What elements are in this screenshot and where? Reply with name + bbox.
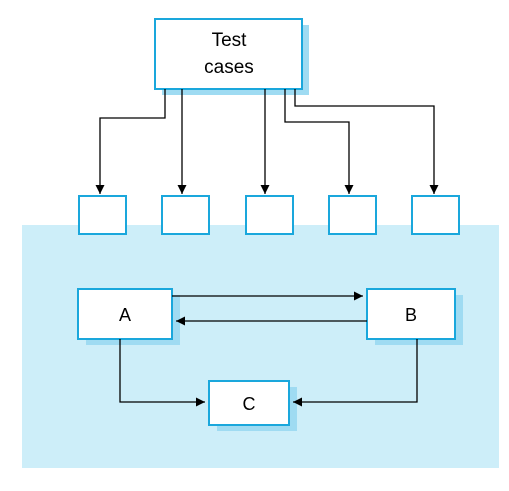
test-slots [78, 195, 460, 235]
test-slot-5 [411, 195, 460, 235]
node-a-label: A [119, 305, 131, 325]
test-slot-2 [161, 195, 210, 235]
test-cases-label-line2: cases [204, 57, 254, 78]
arrow-a-to-c [119, 339, 205, 407]
arrow-to-slot-1 [95, 89, 166, 194]
test-slot-4 [328, 195, 377, 235]
test-input-arrows [95, 89, 439, 194]
test-cases-box: Test cases [154, 18, 309, 95]
test-slot-1 [78, 195, 127, 235]
node-b: B [366, 288, 463, 345]
arrow-to-slot-4 [284, 89, 354, 194]
node-a: A [77, 288, 180, 345]
test-slot-3 [245, 195, 294, 235]
node-connections [119, 291, 418, 407]
test-cases-label-line1: Test [212, 30, 248, 51]
node-c-label: C [243, 394, 256, 414]
system-region [22, 225, 499, 468]
node-b-label: B [405, 305, 417, 325]
node-c: C [208, 380, 297, 431]
arrow-to-slot-5 [294, 89, 439, 194]
arrow-b-to-c [293, 339, 418, 407]
